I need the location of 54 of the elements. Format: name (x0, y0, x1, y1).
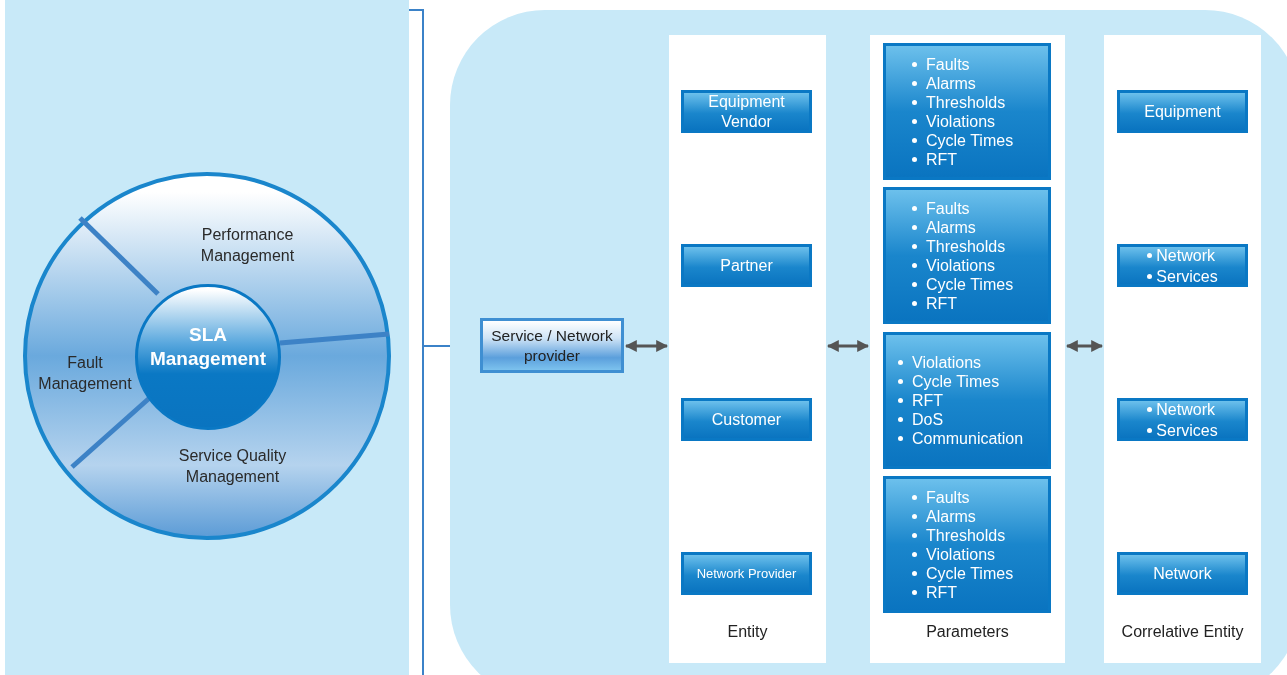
list-item: DoS (912, 410, 944, 429)
bracket-line (408, 9, 451, 675)
entity-box: Network Provider (681, 552, 812, 595)
list-item: Violations (912, 353, 982, 372)
parameter-box (883, 43, 1051, 180)
list-item: Violations (926, 255, 996, 275)
double-arrow (1065, 340, 1104, 352)
list-item: Cycle Times (912, 372, 1000, 391)
list-item: RFT (926, 149, 958, 169)
list-item: Thresholds (926, 236, 1006, 256)
list-item: Alarms (926, 217, 976, 237)
list-item: Cycle Times (926, 130, 1014, 150)
list-item: Services (1156, 420, 1218, 441)
list-item: Services (1156, 266, 1218, 287)
list-item: Network (1156, 245, 1215, 266)
list-item: Thresholds (926, 525, 1006, 545)
list-item: Cycle Times (926, 563, 1014, 583)
list-item: Network (1156, 399, 1215, 420)
column-panel (1104, 35, 1261, 663)
list-item: Violations (926, 111, 996, 131)
list-item: RFT (912, 391, 944, 410)
entity-box: Equipment (1117, 90, 1248, 133)
entity-box (1117, 244, 1248, 287)
entity-box: Equipment Vendor (681, 90, 812, 133)
list-item: Faults (926, 487, 970, 507)
list-item: Violations (926, 544, 996, 564)
entity-box (1117, 398, 1248, 441)
background-panel (5, 0, 409, 675)
list-item: RFT (926, 293, 958, 313)
double-arrow (624, 340, 669, 352)
entity-box: Partner (681, 244, 812, 287)
entity-box: Customer (681, 398, 812, 441)
column-title: Entity (726, 623, 769, 641)
segment-label: Service Quality Management (160, 443, 305, 489)
list-item: Faults (926, 54, 970, 74)
column-title: Parameters (925, 623, 1010, 641)
parameter-box (883, 476, 1051, 613)
column-panel (669, 35, 826, 663)
double-arrow (826, 340, 870, 352)
column-title: Correlative Entity (1120, 623, 1245, 641)
list-item: Thresholds (926, 92, 1006, 112)
list-item: RFT (926, 582, 958, 602)
list-item: Alarms (926, 73, 976, 93)
entity-box: Network (1117, 552, 1248, 595)
provider-box: Service / Network provider (480, 318, 624, 373)
segment-label: Performance Management (175, 222, 320, 268)
parameter-box (883, 187, 1051, 324)
rounded-panel (450, 10, 1287, 675)
list-item: Faults (926, 198, 970, 218)
parameter-box (883, 332, 1051, 469)
list-item: Cycle Times (926, 274, 1014, 294)
list-item: Communication (912, 429, 1024, 448)
list-item: Alarms (926, 506, 976, 526)
column-panel (870, 35, 1065, 663)
